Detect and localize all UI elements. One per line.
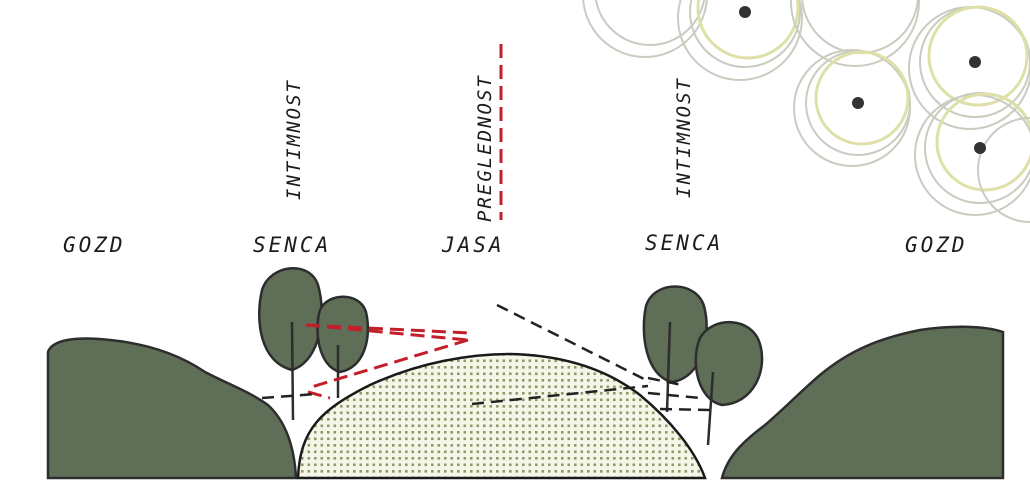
canopy-circle: [582, 0, 708, 58]
tree-trunk-dot: [969, 56, 981, 68]
forest-mass-left: [46, 337, 298, 480]
label-gozd-left: GOZD: [63, 233, 126, 257]
tree-right-large: [642, 285, 708, 413]
canopy-circle: [908, 5, 1030, 130]
sight-lines-red: [305, 323, 471, 400]
tree-right-small: [694, 321, 764, 446]
canopy-circle: [790, 0, 920, 67]
clearing-mound: [296, 352, 707, 480]
tree-trunk-dot: [974, 142, 986, 154]
canopy-plan: [582, 0, 1030, 223]
label-jasa: JASA: [441, 233, 505, 257]
tree-trunk-dot: [852, 97, 864, 109]
sight-lines-black: [261, 303, 713, 412]
label-intimnost-right: INTIMNOST: [673, 77, 695, 198]
canopy-circle: [914, 92, 1030, 223]
forest-mass-right: [720, 325, 1005, 480]
label-preglednost: PREGLEDNOST: [474, 74, 496, 222]
tree-trunk-dot: [739, 6, 751, 18]
label-gozd-right: GOZD: [905, 233, 968, 257]
label-intimnost-left: INTIMNOST: [283, 79, 305, 200]
canopy-circle: [677, 0, 803, 81]
label-senca-right: SENCA: [645, 231, 723, 255]
canopy-circle: [793, 49, 911, 167]
label-senca-left: SENCA: [253, 233, 331, 257]
tree-left-small: [316, 295, 370, 398]
